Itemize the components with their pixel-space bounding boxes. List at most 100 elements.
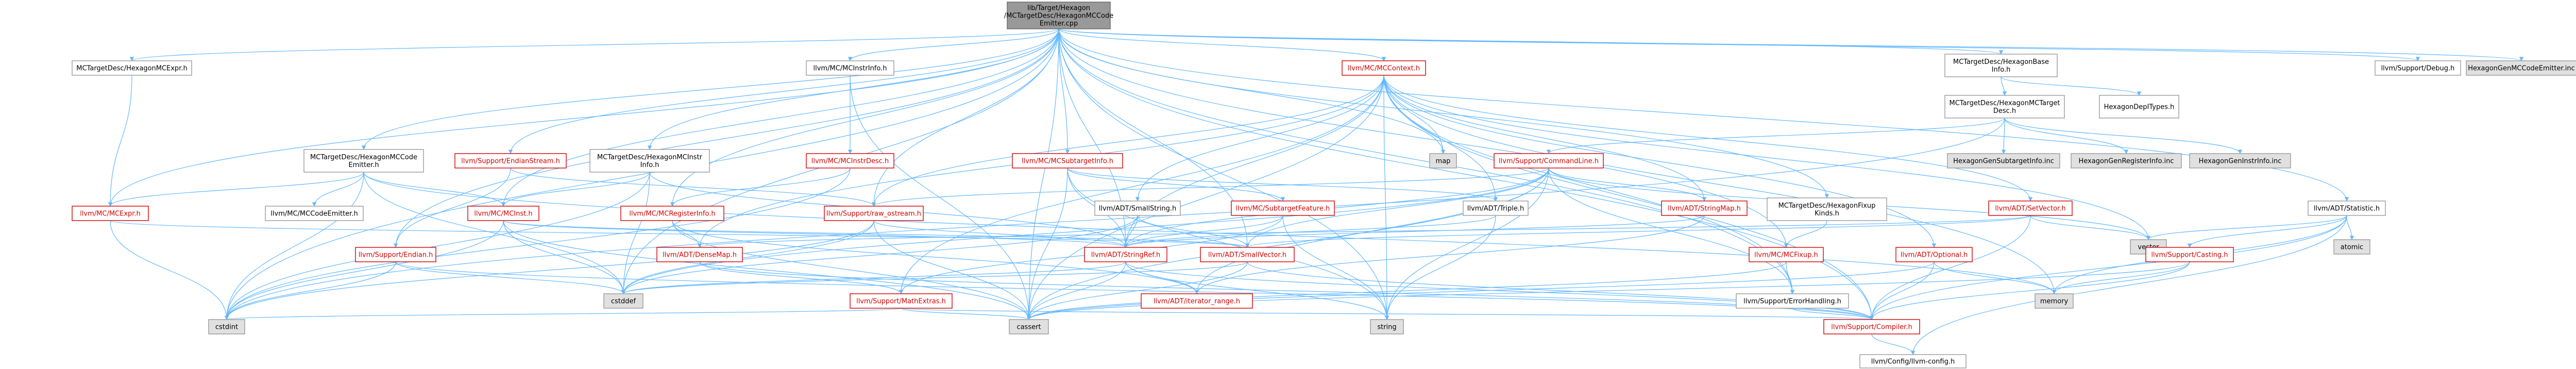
node-hexgensubtargetinfo-inc[interactable]: HexagonGenSubtargetInfo.inc (1947, 153, 2060, 169)
node-hexdeptypes-h[interactable]: HexagonDepITypes.h (2099, 95, 2179, 119)
edge-hexmccodeemitter_h-to-cstdint (224, 172, 364, 320)
edge-smallstring_h-to-stringref_h (1123, 215, 1138, 248)
node-optional-h[interactable]: llvm/ADT/Optional.h (1895, 247, 1973, 262)
node-label: llvm/MC/MCContext.h (1348, 65, 1420, 73)
edge-commandline_h-to-raw_ostream_h (872, 167, 1549, 207)
node-atomic[interactable]: atomic (2333, 239, 2370, 255)
node-mcsubtargetfeature-h[interactable]: llvm/MC/SubtargetFeature.h (1231, 200, 1335, 216)
node-densemap-h[interactable]: llvm/ADT/DenseMap.h (656, 247, 743, 262)
node-commandline-h[interactable]: llvm/Support/CommandLine.h (1494, 153, 1604, 169)
node-statistic-h[interactable]: llvm/ADT/Statistic.h (2308, 200, 2386, 216)
node-label: Emitter.h (348, 161, 379, 169)
edge-endianstream_h-to-endian_h (393, 167, 511, 248)
node-config-h[interactable]: llvm/Config/llvm-config.h (1859, 354, 1967, 368)
node-box (806, 153, 894, 169)
node-endianstream-h[interactable]: llvm/Support/EndianStream.h (454, 153, 567, 169)
node-support-debug-h[interactable]: llvm/Support/Debug.h (2375, 60, 2461, 76)
node-compiler-h[interactable]: llvm/Support/Compiler.h (1823, 319, 1920, 334)
edge-mccontext_h-to-setvector_h (1383, 75, 2033, 202)
edge-mccontext_h-to-stringmap_h (1383, 75, 1707, 202)
edge-mccontext_h-to-raw_ostream_h (871, 75, 1384, 207)
edge-mathextras_h-to-compiler_h (901, 308, 1873, 320)
node-label: llvm/Support/Endian.h (359, 251, 433, 259)
edge-root-to-mcinst_h (501, 28, 1059, 207)
node-label: llvm/Support/Compiler.h (1831, 324, 1912, 331)
edge-mcregisterinfo_h-to-iterator_range_h (672, 220, 1199, 294)
node-label: HexagonGenRegisterInfo.inc (2079, 158, 2174, 165)
node-iterator-range-h[interactable]: llvm/ADT/iterator_range.h (1141, 293, 1253, 309)
node-casting-h[interactable]: llvm/Support/Casting.h (2145, 247, 2234, 262)
edge-root-to-endianstream_h (508, 28, 1059, 154)
node-mcfixup-h[interactable]: llvm/MC/MCFixup.h (1749, 247, 1824, 262)
edge-hexmctargetdesc_h-to-cstdint (224, 118, 2005, 320)
node-label: atomic (2341, 244, 2363, 251)
node-box (1859, 354, 1967, 368)
node-smallstring-h[interactable]: llvm/ADT/SmallString.h (1094, 200, 1181, 216)
node-stringref-h[interactable]: llvm/ADT/StringRef.h (1084, 247, 1167, 262)
node-mcexpr-h[interactable]: llvm/MC/MCExpr.h (72, 206, 149, 221)
node-errorhandling-h[interactable]: llvm/Support/ErrorHandling.h (1736, 293, 1849, 309)
node-cassert[interactable]: cassert (1009, 319, 1049, 334)
node-box (1895, 247, 1973, 262)
node-box (1342, 60, 1426, 76)
edge-commandline_h-to-string (1384, 167, 1549, 320)
node-label: string (1377, 324, 1396, 331)
node-hexmcexpr-h[interactable]: MCTargetDesc/HexagonMCExpr.h (72, 60, 192, 76)
edge-mcinst_h-to-stringref_h (503, 220, 1128, 248)
edge-smallvector_h-to-cassert (1026, 261, 1248, 320)
edge-statistic_h-to-config_h (1910, 215, 2347, 355)
node-mcregisterinfo-h[interactable]: llvm/MC/MCRegisterInfo.h (620, 206, 724, 221)
node-mathextras-h[interactable]: llvm/Support/MathExtras.h (850, 293, 953, 309)
node-label: MCTargetDesc/HexagonFixup (1778, 202, 1876, 210)
node-mcinst-h[interactable]: llvm/MC/MCInst.h (467, 206, 539, 221)
node-mccodeemitter-h[interactable]: llvm/MC/MCCodeEmitter.h (265, 206, 364, 221)
edge-casting_h-to-memory (2052, 261, 2190, 294)
edge-mathextras_h-to-cassert (901, 308, 1031, 320)
edge-endian_h-to-cstddef (395, 261, 626, 294)
node-hexgenmcemitter-inc[interactable]: HexagonGenMCCodeEmitter.inc (2466, 60, 2576, 76)
node-smallvector-h[interactable]: llvm/ADT/SmallVector.h (1200, 247, 1295, 262)
node-string[interactable]: string (1370, 319, 1404, 334)
node-label: llvm/Config/llvm-config.h (1871, 358, 1955, 366)
node-box (2333, 239, 2370, 255)
node-cstdint[interactable]: cstdint (208, 319, 245, 334)
node-box (1988, 200, 2073, 216)
node-mcinstrdesc-h[interactable]: llvm/MC/MCInstrDesc.h (806, 153, 894, 169)
node-mcinstrinfo-h[interactable]: llvm/MC/MCInstrInfo.h (806, 60, 894, 76)
node-cstddef[interactable]: cstddef (603, 293, 643, 309)
node-hexgenregisterinfo-inc[interactable]: HexagonGenRegisterInfo.inc (2071, 153, 2182, 169)
edge-root-to-hexmccodeemitter_h (361, 28, 1059, 150)
edge-mcexpr_h-to-cstdint (110, 220, 229, 320)
node-triple-h[interactable]: llvm/ADT/Triple.h (1463, 200, 1529, 216)
edge-root-to-raw_ostream_h (871, 28, 1059, 207)
node-label: llvm/MC/MCCodeEmitter.h (270, 210, 358, 218)
node-root[interactable]: lib/Target/Hexagon/MCTargetDesc/HexagonM… (1004, 2, 1113, 29)
edge-mcfixup_h-to-errorhandling_h (1786, 261, 1795, 294)
node-raw-ostream-h[interactable]: llvm/Support/raw_ostream.h (824, 206, 924, 221)
edge-endian_h-to-cstdint (224, 261, 396, 320)
node-mcsubtargetinfo-h[interactable]: llvm/MC/MCSubtargetInfo.h (1012, 153, 1123, 169)
node-label: llvm/ADT/Statistic.h (2314, 205, 2380, 213)
node-label: llvm/ADT/SetVector.h (1995, 205, 2065, 213)
edge-hexfixupkinds_h-to-mcfixup_h (1784, 220, 1827, 248)
node-endian-h[interactable]: llvm/Support/Endian.h (355, 247, 436, 262)
edge-mcinstrdesc_h-to-mcregisterinfo_h (670, 167, 851, 207)
edge-root-to-support_debug_h (1058, 28, 2420, 61)
edge-mccontext_h-to-stringref_h (1123, 75, 1384, 248)
node-label: HexagonGenInstrInfo.inc (2199, 158, 2282, 165)
edge-stringref_h-to-cassert (1026, 261, 1126, 320)
node-label: llvm/MC/MCFixup.h (1754, 251, 1818, 259)
edge-commandline_h-to-iterator_range_h (1194, 167, 1549, 294)
node-hexgeninstrinfo-inc[interactable]: HexagonGenInstrInfo.inc (2189, 153, 2291, 169)
node-label: llvm/ADT/SmallVector.h (1208, 251, 1286, 259)
node-memory[interactable]: memory (2035, 293, 2074, 309)
node-mccontext-h[interactable]: llvm/MC/MCContext.h (1342, 60, 1426, 76)
node-stringmap-h[interactable]: llvm/ADT/StringMap.h (1661, 200, 1748, 216)
node-map[interactable]: map (1429, 153, 1457, 169)
node-setvector-h[interactable]: llvm/ADT/SetVector.h (1988, 200, 2073, 216)
